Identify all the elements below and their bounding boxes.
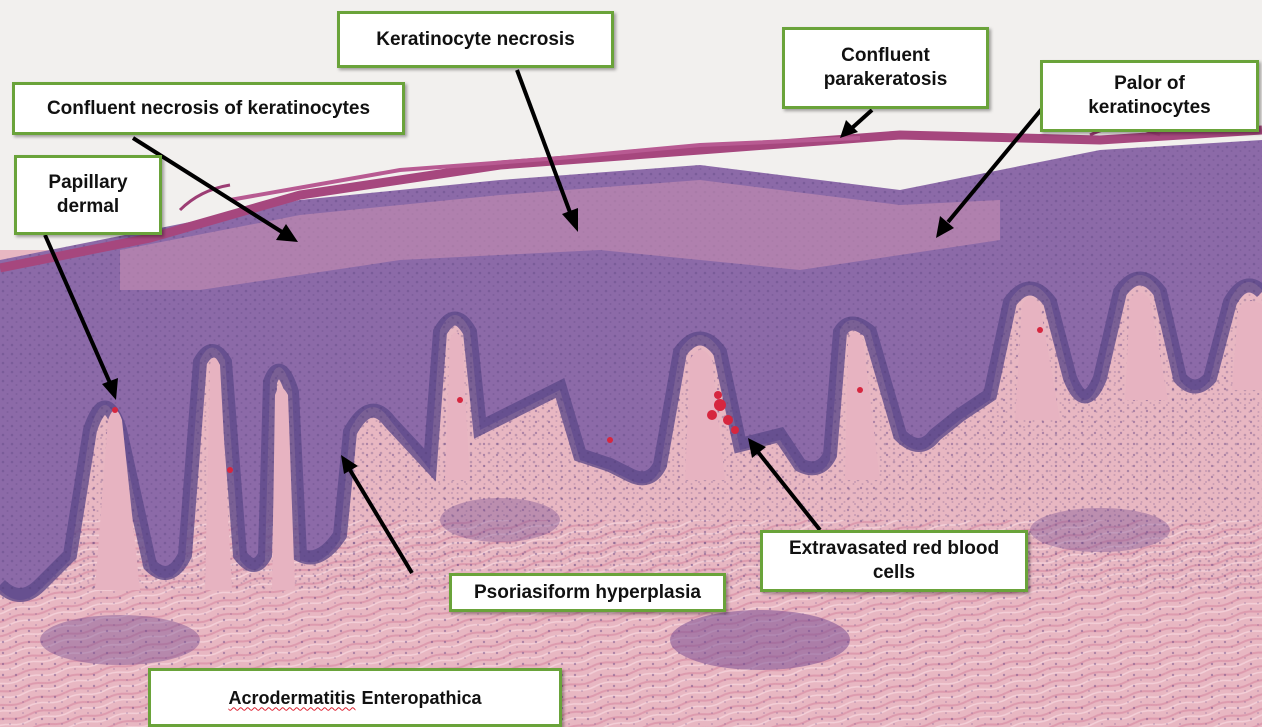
- pale-upper-epidermis: [120, 180, 1000, 290]
- label-text: Confluent necrosis of keratinocytes: [46, 97, 371, 119]
- dermal-papillae: [95, 292, 1262, 590]
- arrowhead: [748, 438, 766, 458]
- label-text-line2: dermal: [56, 196, 120, 217]
- arrow-palor: [946, 103, 1047, 224]
- caption-word-1: Acrodermatitis: [228, 687, 356, 708]
- label-text-line2: keratinocytes: [1088, 97, 1211, 118]
- label-text-line1: Extravasated red blood: [788, 538, 1000, 559]
- inflammatory-cluster: [40, 615, 200, 665]
- label-text-line2: parakeratosis: [823, 69, 948, 90]
- caption-word-2: Enteropathica: [361, 687, 482, 708]
- label-text: Keratinocyte necrosis: [376, 28, 575, 50]
- arrow-confluent-necrosis: [131, 136, 284, 234]
- stratum-corneum: [0, 125, 1262, 273]
- label-confluent-parakeratosis: Confluent parakeratosis: [782, 27, 989, 109]
- arrowhead: [840, 120, 858, 138]
- label-confluent-necrosis: Confluent necrosis of keratinocytes: [12, 82, 405, 135]
- red-blood-cells: [112, 327, 1043, 473]
- label-text: Psoriasiform hyperplasia: [473, 581, 702, 603]
- label-palor-of-keratinocytes: Palor of keratinocytes: [1040, 60, 1259, 132]
- arrowhead: [562, 208, 578, 232]
- arrowhead: [276, 224, 298, 242]
- label-extravasated-rbc: Extravasated red blood cells: [760, 530, 1028, 592]
- arrowhead: [102, 378, 118, 400]
- parakeratosis-flake: [229, 136, 861, 202]
- figure-caption: Acrodermatitis Enteropathica: [148, 668, 562, 727]
- arrowhead: [341, 455, 358, 474]
- arrow-extravasated: [756, 450, 822, 532]
- label-keratinocyte-necrosis: Keratinocyte necrosis: [337, 11, 614, 68]
- arrow-papillary-dermal: [43, 234, 112, 384]
- label-papillary-dermal: Papillary dermal: [14, 155, 162, 235]
- label-psoriasiform-hyperplasia: Psoriasiform hyperplasia: [449, 573, 726, 612]
- inflammatory-cluster: [670, 610, 850, 670]
- label-text-line1: Papillary: [48, 172, 128, 193]
- annotation-arrows: [43, 69, 1047, 575]
- arrow-confluent-parakeratosis: [850, 108, 874, 130]
- label-text-line1: Palor of: [1114, 73, 1185, 94]
- label-text-line1: Confluent: [841, 45, 930, 66]
- arrowhead: [936, 216, 954, 238]
- arrow-psoriasiform: [348, 468, 414, 575]
- arrow-keratinocyte-necrosis: [515, 69, 573, 216]
- label-text-line2: cells: [872, 562, 916, 583]
